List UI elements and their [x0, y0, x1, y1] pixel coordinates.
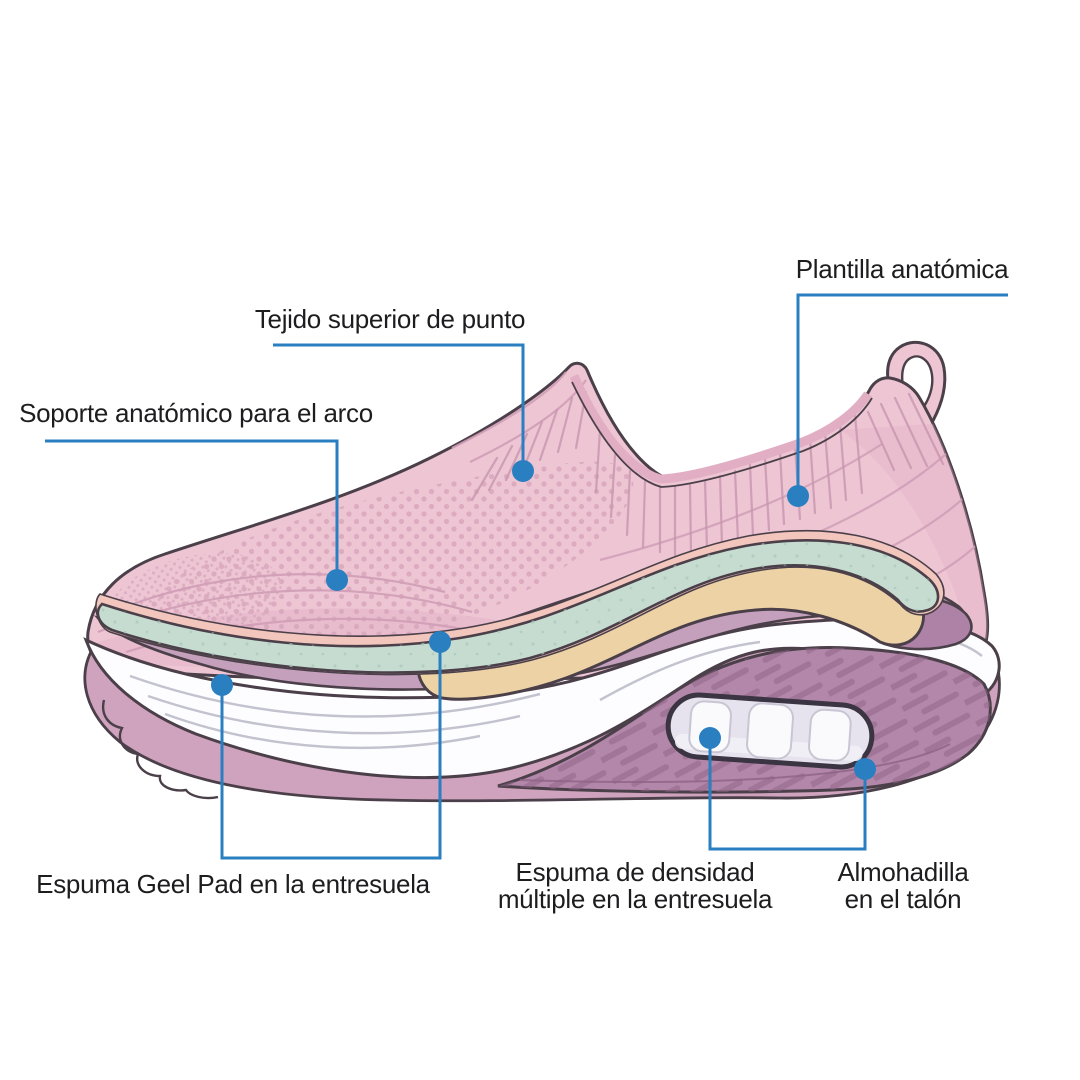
label-soporte-arco: Soporte anatómico para el arco	[19, 400, 373, 427]
label-text: Espuma Geel Pad en la entresuela	[36, 869, 430, 899]
label-almohadilla-talon: Almohadilla en el talón	[837, 859, 968, 913]
label-espuma-densidad: Espuma de densidad múltiple en la entres…	[497, 857, 773, 914]
dot-plantilla	[787, 485, 809, 507]
dot-gel-pad-left	[211, 674, 233, 696]
air-window	[665, 692, 875, 770]
air-pillar	[746, 702, 794, 760]
label-text: Tejido superior de punto	[254, 304, 526, 334]
label-text-line1: Almohadilla	[837, 857, 969, 887]
label-plantilla-anatomica: Plantilla anatómica	[796, 256, 1009, 283]
dot-tejido	[512, 460, 534, 482]
toe-scallop-edge	[101, 699, 219, 800]
callout-dots	[211, 460, 876, 780]
leader-tejido	[273, 343, 525, 471]
label-text: Soporte anatómico para el arco	[19, 398, 373, 428]
heel-air-cushion	[497, 646, 992, 794]
label-text-line1: Espuma de densidad	[515, 857, 755, 887]
heel-stripe-lines	[866, 390, 971, 472]
leader-gel-pad	[220, 642, 442, 860]
label-text: Plantilla anatómica	[795, 254, 1009, 284]
dot-gel-pad-right	[429, 631, 451, 653]
label-tejido-superior: Tejido superior de punto	[254, 304, 526, 334]
dot-talon	[854, 758, 876, 780]
dot-soporte	[326, 569, 348, 591]
leader-soporte	[45, 439, 339, 580]
leader-densidad-talon	[708, 738, 867, 851]
label-text-line2: en el talón	[844, 884, 962, 914]
label-text-line2: múltiple en la entresuela	[497, 884, 773, 914]
anatomic-insole	[96, 539, 940, 674]
dot-densidad	[699, 727, 721, 749]
label-gel-pad: Espuma Geel Pad en la entresuela	[36, 871, 430, 898]
midsole-contour-lines	[129, 633, 983, 750]
callout-leaders	[45, 293, 1008, 860]
collar-rim	[569, 374, 873, 488]
air-pillar	[808, 708, 852, 762]
leader-plantilla	[796, 293, 1008, 496]
